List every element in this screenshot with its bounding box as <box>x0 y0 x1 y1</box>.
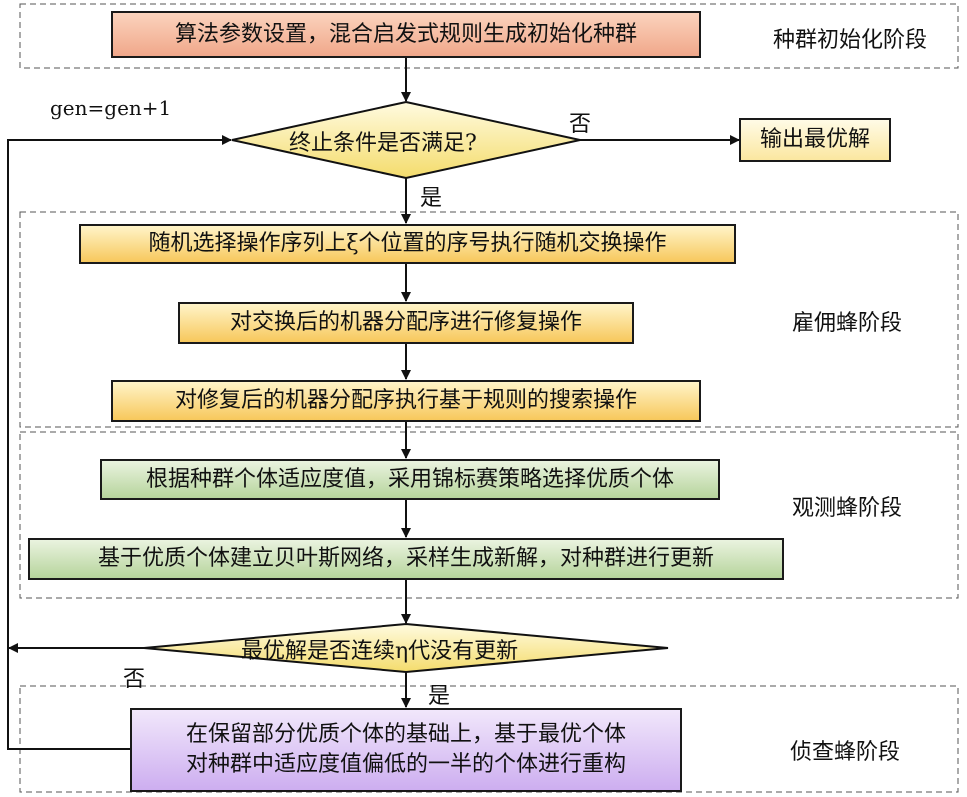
stage-frame-employed <box>19 211 959 428</box>
stage-label-onlooker: 观测蜂阶段 <box>792 496 903 521</box>
swap-box: 随机选择操作序列上ξ个位置的序号执行随机交换操作 <box>79 224 736 264</box>
stagnation-text: 最优解是否连续η代没有更新 <box>241 639 519 664</box>
yes-label-terminate: 是 <box>420 186 443 211</box>
no-label-terminate: 否 <box>569 112 592 137</box>
init-box: 算法参数设置，混合启发式规则生成初始化种群 <box>111 11 701 58</box>
search-box: 对修复后的机器分配序执行基于规则的搜索操作 <box>111 380 701 422</box>
stage-label-scout: 侦查蜂阶段 <box>790 740 901 765</box>
output-box: 输出最优解 <box>739 118 891 162</box>
stage-label-employed: 雇佣蜂阶段 <box>792 311 903 336</box>
stage-frame-scout <box>19 685 959 793</box>
no-label-stagnation: 否 <box>123 667 146 692</box>
rebuild-box: 在保留部分优质个体的基础上，基于最优个体 对种群中适应度值偏低的一半的个体进行重… <box>130 708 682 792</box>
tournament-box: 根据种群个体适应度值，采用锦标赛策略选择优质个体 <box>100 459 720 500</box>
repair-box: 对交换后的机器分配序进行修复操作 <box>178 302 634 344</box>
yes-label-stagnation: 是 <box>428 684 451 709</box>
stage-label-init: 种群初始化阶段 <box>773 28 928 53</box>
terminate-text: 终止条件是否满足? <box>289 131 477 156</box>
stage-frame-onlooker <box>19 431 959 599</box>
bayes-box: 基于优质个体建立贝叶斯网络，采样生成新解，对种群进行更新 <box>28 538 784 580</box>
stage-frame-init <box>19 3 959 69</box>
rebuild-line-2: 对种群中适应度值偏低的一半的个体进行重构 <box>185 752 626 777</box>
rebuild-line-1: 在保留部分优质个体的基础上，基于最优个体 <box>185 722 626 747</box>
gen-increment-label: gen=gen+1 <box>50 96 172 120</box>
loop-back-line <box>7 135 232 750</box>
